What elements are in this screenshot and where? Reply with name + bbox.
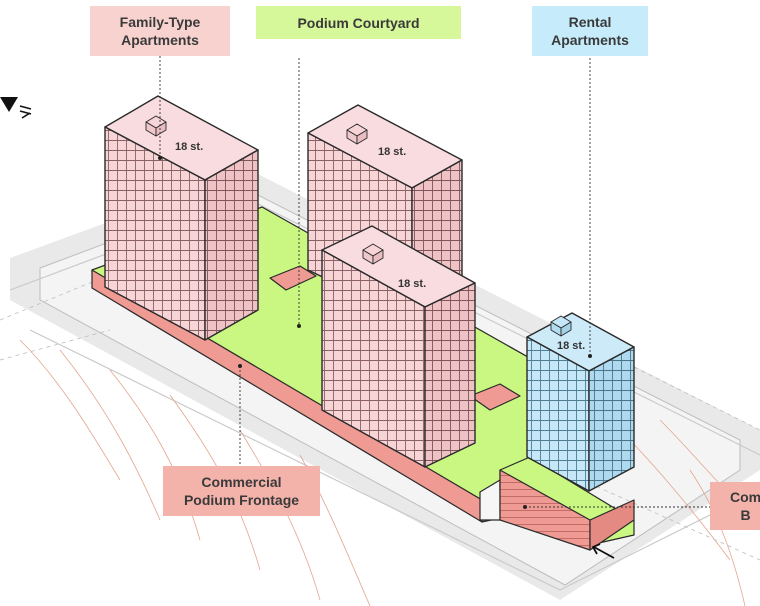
storey-label: 18 st.: [175, 141, 203, 153]
leader-lines: [159, 56, 710, 508]
storey-label: 18 st.: [557, 340, 585, 352]
tower-side-face: [588, 346, 635, 492]
courtyard-divider: [269, 265, 317, 291]
label-commercial-block-cropped: Com B: [710, 482, 760, 530]
tower-family-3: 18 st.: [321, 225, 476, 468]
label-family-type-apartments: Family-Type Apartments: [90, 6, 230, 56]
tower-side-face: [424, 282, 476, 468]
commercial-side: [589, 499, 635, 551]
storey-label: 18 st.: [398, 278, 426, 290]
label-rental-apartments: Rental Apartments: [532, 6, 648, 56]
road-edge-line: [29, 329, 741, 591]
storey-label: 18 st.: [378, 146, 406, 158]
label-podium-courtyard: Podium Courtyard: [256, 6, 461, 39]
tower-family-1: 18 st.: [104, 95, 259, 341]
leader-dots: [158, 156, 592, 509]
label-commercial-podium-frontage: Commercial Podium Frontage: [163, 466, 320, 516]
tower-rental: 18 st.: [526, 312, 635, 492]
dashed-site-lines: [0, 224, 760, 561]
tower-side-face: [204, 149, 259, 341]
courtyard-divider: [469, 383, 521, 411]
north-arrow-icon: [0, 97, 32, 119]
entry-arrow-icon: [591, 543, 615, 559]
